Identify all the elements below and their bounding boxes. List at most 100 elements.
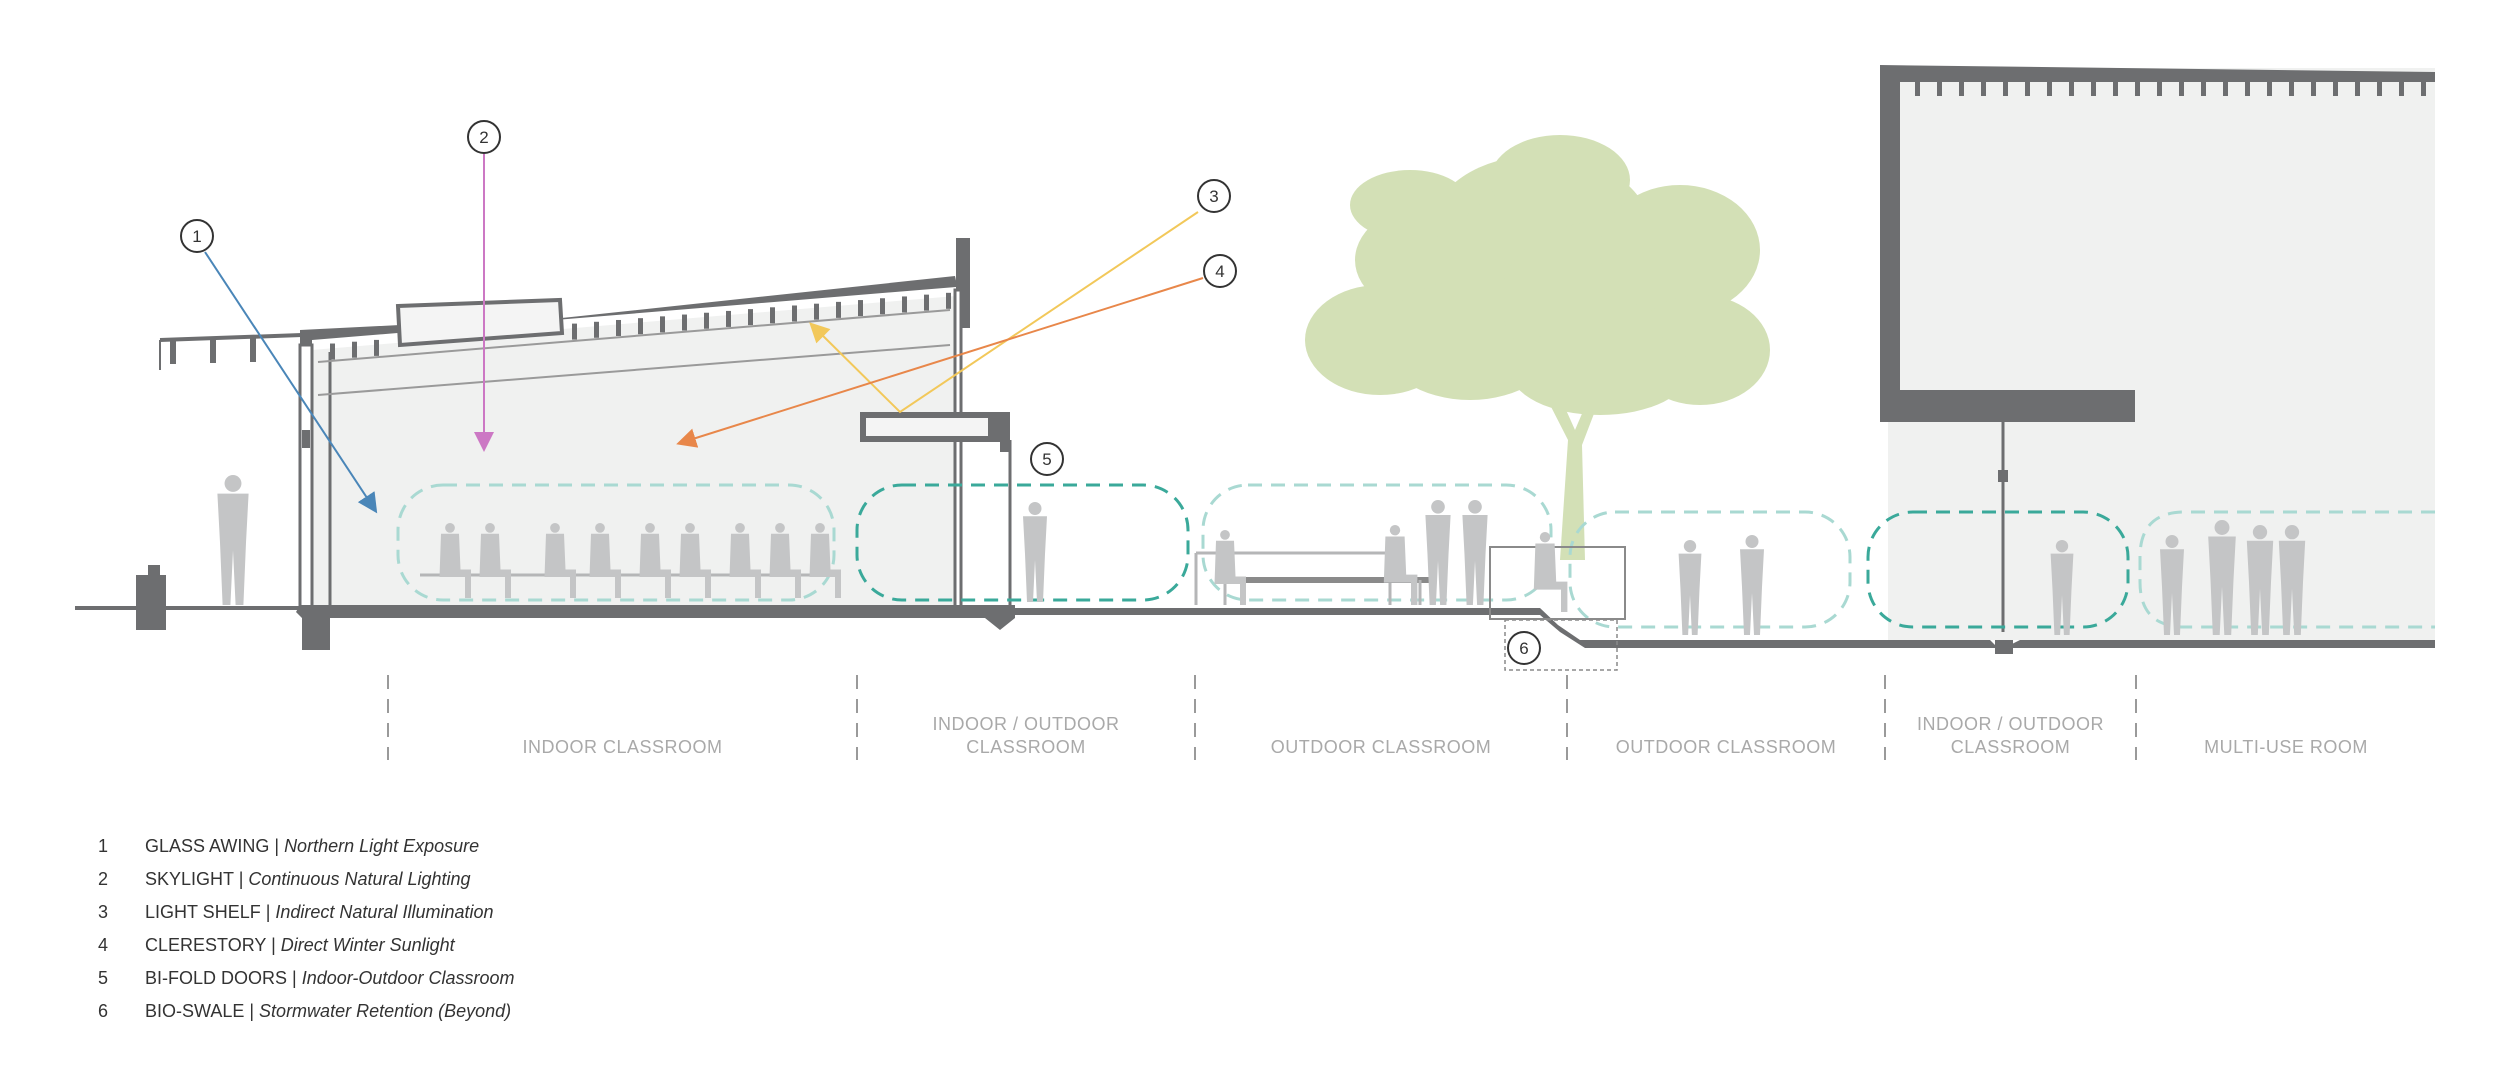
legend-number: 2 — [98, 869, 109, 889]
glass-awning — [159, 333, 303, 370]
seated-person — [729, 523, 761, 598]
classroom-interior — [310, 290, 962, 605]
legend-title: BIO-SWALE — [145, 1001, 245, 1021]
seated-person — [589, 523, 621, 598]
roof-joist — [858, 300, 863, 317]
standing-person — [217, 475, 249, 605]
legend-number: 5 — [98, 968, 109, 988]
arrow-3-light-shelf — [809, 211, 1199, 414]
roof-joist — [2399, 82, 2404, 96]
legend-title: GLASS AWING — [145, 836, 270, 856]
roof-joist — [792, 305, 797, 322]
standing-person — [2278, 525, 2306, 635]
tree — [1305, 135, 1770, 560]
roof-joist — [726, 310, 731, 327]
roof-joist — [2289, 82, 2294, 96]
roof-joist — [2377, 82, 2382, 96]
seated-person — [639, 523, 671, 598]
roof-joist — [748, 309, 753, 326]
seated-person — [479, 523, 511, 598]
seated-person — [1383, 525, 1418, 605]
roof-joist — [2069, 82, 2074, 96]
roof-joist — [2025, 82, 2030, 96]
roof-joists-right — [1915, 82, 2426, 96]
zone-label-multi-use: MULTI-USE ROOM — [2204, 737, 2368, 757]
zone-label-outdoor-2: OUTDOOR CLASSROOM — [1615, 737, 1837, 757]
standing-person — [2160, 535, 2184, 635]
legend-description: Indoor-Outdoor Classroom — [301, 968, 515, 988]
zone-label-indoor-classroom: INDOOR CLASSROOM — [522, 737, 723, 757]
legend-number: 3 — [98, 902, 109, 922]
floor-slab — [296, 605, 1015, 650]
planter — [1489, 546, 1626, 620]
seated-person — [769, 523, 801, 598]
legend-number: 6 — [98, 1001, 109, 1021]
roof-joist — [660, 316, 665, 333]
roof-joist — [2135, 82, 2140, 96]
roof-joist — [924, 294, 929, 311]
zone-blob-indoor-outdoor — [855, 483, 1190, 602]
roof-joist — [2223, 82, 2228, 96]
roof-joist — [2201, 82, 2206, 96]
roof-joist — [2179, 82, 2184, 96]
outdoor-ground — [1015, 608, 2435, 650]
legend-description: Indirect Natural Illumination — [275, 902, 494, 922]
roof-joist — [2311, 82, 2316, 96]
roof-joist — [1915, 82, 1920, 96]
callout-6: 6 — [1507, 631, 1541, 665]
svg-text:1: 1 — [192, 227, 201, 246]
roof-joist — [946, 292, 951, 309]
roof-joist — [638, 318, 643, 335]
roof-joists — [330, 292, 951, 360]
legend-description: Direct Winter Sunlight — [280, 935, 455, 955]
arrow-1-glass-awning — [204, 251, 378, 514]
legend-title: BI-FOLD DOORS — [145, 968, 288, 988]
seated-person — [809, 523, 841, 598]
light-shelf — [860, 412, 1010, 452]
roof-joist — [2003, 82, 2008, 96]
seated-person — [544, 523, 576, 598]
standing-person — [2246, 525, 2274, 635]
svg-text:2: 2 — [479, 128, 488, 147]
legend-title: LIGHT SHELF — [145, 902, 261, 922]
standing-person — [2208, 520, 2236, 635]
north-wall — [298, 343, 314, 612]
people — [217, 475, 2306, 635]
svg-text:4: 4 — [1215, 262, 1224, 281]
roof-joist — [2267, 82, 2272, 96]
zone-blob-indoor — [396, 483, 836, 602]
standing-person — [1740, 535, 1764, 635]
roof-joist — [2245, 82, 2250, 96]
callout-2: 2 — [467, 120, 501, 154]
standing-person — [1462, 500, 1488, 605]
roof-joist — [902, 296, 907, 313]
roof-joist — [594, 321, 599, 338]
roof-joist — [572, 323, 577, 340]
arrow-4-clerestory — [676, 277, 1204, 448]
roof-joist — [352, 341, 357, 358]
roof-joist — [616, 319, 621, 336]
roof-joist — [1981, 82, 1986, 96]
callout-1: 1 — [180, 219, 214, 253]
seated-person — [439, 523, 471, 598]
legend-description: Northern Light Exposure — [284, 836, 480, 856]
roof-joist — [704, 312, 709, 329]
standing-person — [1678, 540, 1702, 635]
skylight — [395, 297, 565, 348]
legend-title: CLERESTORY — [145, 935, 267, 955]
svg-text:6: 6 — [1519, 639, 1528, 658]
roof-joist — [2047, 82, 2052, 96]
seated-person — [1214, 530, 1246, 605]
legend-number: 1 — [98, 836, 109, 856]
zone-blob-outdoor-2 — [1568, 510, 1852, 629]
legend-description: Stormwater Retention (Beyond) — [259, 1001, 512, 1021]
zone-label-outdoor-1: OUTDOOR CLASSROOM — [1270, 737, 1492, 757]
callout-3: 3 — [1197, 179, 1231, 213]
